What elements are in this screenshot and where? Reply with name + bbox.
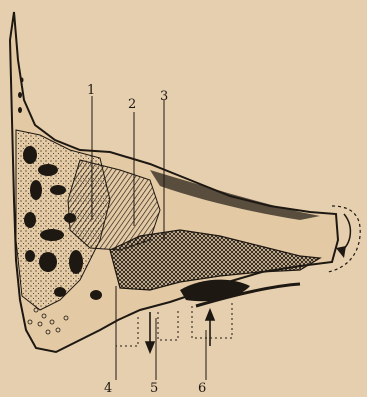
label-4: 4	[104, 381, 112, 396]
curved-arrowhead-right	[336, 246, 346, 258]
label-3: 3	[160, 89, 168, 104]
label-1: 1	[87, 83, 95, 98]
label-5: 5	[150, 381, 158, 396]
label-6: 6	[198, 381, 206, 396]
label-2: 2	[128, 97, 136, 112]
